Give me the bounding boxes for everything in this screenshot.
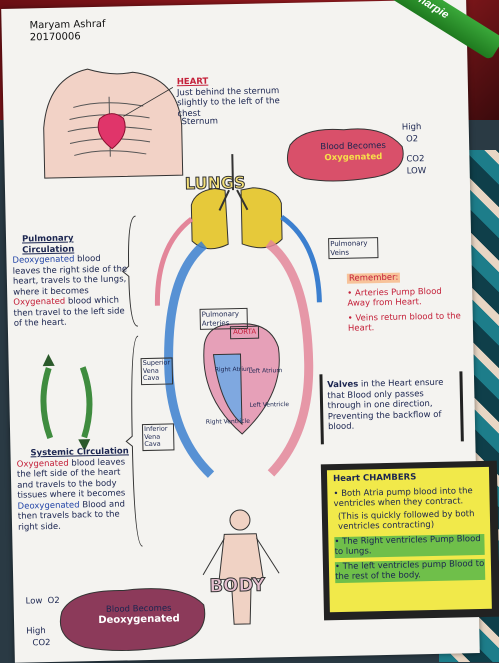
pulmonary-veins-label: Pulmonary Veins bbox=[328, 237, 379, 260]
oxygenated-cloud bbox=[286, 128, 404, 182]
valves-border-right bbox=[459, 371, 464, 442]
pulmonary-vein-left bbox=[154, 217, 194, 306]
body-head bbox=[229, 509, 251, 531]
remember-item1: • Arteries Pump Blood Away from Heart. bbox=[347, 286, 442, 309]
systemic-oxy: Oxygenated bbox=[16, 458, 69, 470]
deoxy-low: Low bbox=[25, 596, 43, 607]
arrow-head-up bbox=[42, 354, 55, 367]
left-ventricle-label: Left Ventricle bbox=[249, 401, 290, 409]
heart-mini-icon bbox=[97, 113, 126, 150]
oxy-o2: O2 bbox=[405, 134, 419, 145]
pulmonary-title: Pulmonary Circulation bbox=[21, 233, 75, 256]
right-lung bbox=[240, 187, 283, 249]
valves-bold: Valves bbox=[327, 379, 359, 391]
oxy-high: High bbox=[401, 122, 422, 133]
oxy-line1: Blood Becomes bbox=[320, 140, 387, 153]
deoxy-cloud-text: Blood Becomes Deoxygenated bbox=[84, 603, 194, 626]
arrow-head-down bbox=[78, 439, 91, 452]
pulmonary-artery-right bbox=[280, 215, 322, 303]
chambers-item4: • The left ventricles pump Blood to the … bbox=[334, 558, 486, 583]
vena-cava-vessel bbox=[164, 241, 215, 478]
pulmonary-oxy: Oxygenated bbox=[13, 296, 66, 308]
systemic-section: Systemic Circulation Oxygenated blood le… bbox=[16, 446, 138, 532]
bracket-systemic bbox=[125, 335, 143, 547]
pulmonary-deoxy: Deoxygenated bbox=[12, 254, 75, 266]
aorta-vessel bbox=[265, 239, 314, 477]
left-lung bbox=[190, 187, 229, 250]
systemic-deoxy: Deoxygenated bbox=[17, 499, 80, 512]
right-heart-chambers bbox=[212, 353, 243, 426]
trachea bbox=[218, 154, 249, 211]
diagram-canvas bbox=[40, 68, 464, 651]
pulmonary-section: Pulmonary Circulation Deoxygenated blood… bbox=[12, 232, 130, 329]
lungs-label: LUNGS bbox=[184, 172, 246, 194]
green-arrow-left bbox=[40, 367, 54, 440]
remember-title: Remember: bbox=[346, 272, 401, 284]
remember-item2: • Veins return blood to the Heart. bbox=[347, 310, 461, 334]
bracket-pulmonary bbox=[121, 215, 139, 327]
valves-section: Valves in the Heart ensure that Blood on… bbox=[327, 377, 458, 432]
chambers-note: Heart CHAMBERS • Both Atria pump blood i… bbox=[326, 466, 492, 613]
heart-pointer-line bbox=[123, 87, 174, 117]
heart-label: HEART Just behind the sternum slightly t… bbox=[177, 75, 288, 119]
inferior-vena-cava-label: Inferior Vena Cava bbox=[141, 423, 175, 451]
chambers-item3: • The Right ventricles Pump Blood to lun… bbox=[334, 533, 485, 558]
body-label: BODY bbox=[209, 574, 266, 597]
chambers-title: Heart CHAMBERS bbox=[333, 472, 417, 485]
heart-title: HEART bbox=[176, 76, 209, 88]
superior-vena-cava-label: Superior Vena Cava bbox=[140, 357, 174, 385]
deoxygenated-cloud bbox=[59, 588, 206, 651]
chambers-item2: (This is quickly followed by both ventri… bbox=[337, 508, 475, 532]
aorta-label: AORTA bbox=[229, 325, 260, 339]
right-atrium-label: Right Atrium bbox=[214, 365, 253, 374]
oxy-co2: CO2 bbox=[406, 154, 425, 165]
valves-border-left bbox=[319, 374, 324, 445]
left-atrium-label: Left Atrium bbox=[248, 367, 283, 375]
body-arms bbox=[202, 537, 280, 576]
chambers-item1: • Both Atria pump blood into the ventric… bbox=[333, 485, 473, 510]
right-ventricle-label: Right Ventricle bbox=[205, 417, 250, 426]
deoxy-high: High bbox=[26, 626, 46, 637]
heart-desc: Just behind the sternum slightly to the … bbox=[176, 85, 280, 119]
remember-section: Remember: • Arteries Pump Blood Away fro… bbox=[346, 271, 464, 334]
oxy-low: LOW bbox=[406, 166, 427, 177]
deoxy-co2: CO2 bbox=[32, 638, 51, 649]
body-figure bbox=[218, 533, 264, 625]
oxy-line2: Oxygenated bbox=[324, 151, 383, 163]
green-arrow-right bbox=[79, 366, 93, 439]
sternum-label: Sternum bbox=[181, 116, 219, 128]
deoxy-o2: O2 bbox=[47, 595, 60, 607]
oxy-cloud-text: Blood Becomes Oxygenated bbox=[308, 141, 398, 164]
